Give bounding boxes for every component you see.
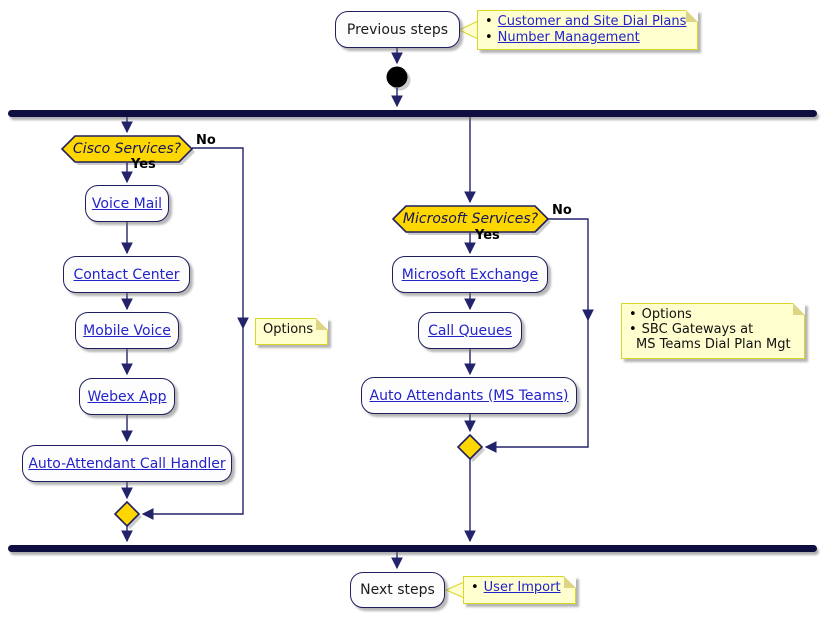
link-number-management[interactable]: Number Management xyxy=(497,30,640,45)
microsoft-note-line-3: MS Teams Dial Plan Mgt xyxy=(636,337,791,352)
activity-auto-attendants-ms-teams: Auto Attendants (MS Teams) xyxy=(361,377,577,414)
link-mobile-voice[interactable]: Mobile Voice xyxy=(83,322,171,339)
activity-call-queues: Call Queues xyxy=(418,312,522,349)
cisco-options-note-text: Options xyxy=(263,322,314,337)
edge-cisco-no-down xyxy=(192,147,249,330)
edge-microsoft-no-into-merge xyxy=(484,320,589,453)
edge-microsoft-no-down xyxy=(548,218,594,322)
note-pointer-next xyxy=(444,581,465,599)
note-line: • Options xyxy=(629,307,795,322)
microsoft-decision-label: Microsoft Services? xyxy=(402,211,539,227)
next-steps-label: Next steps xyxy=(360,582,435,598)
link-customer-site-dial-plans[interactable]: Customer and Site Dial Plans xyxy=(497,14,687,29)
activity-microsoft-exchange: Microsoft Exchange xyxy=(392,256,548,293)
link-voice-mail[interactable]: Voice Mail xyxy=(91,195,163,212)
bullet-icon: • xyxy=(485,30,493,45)
note-line: • SBC Gateways at xyxy=(629,322,795,337)
microsoft-note-line-1: Options xyxy=(641,307,692,322)
activity-mobile-voice: Mobile Voice xyxy=(75,312,179,349)
bullet-icon: • xyxy=(471,580,479,595)
link-auto-attendant-call-handler[interactable]: Auto-Attendant Call Handler xyxy=(28,455,226,472)
note-line: • User Import xyxy=(471,580,566,596)
activity-contact-center: Contact Center xyxy=(63,256,190,293)
note-pointer-previous xyxy=(457,20,479,40)
link-user-import[interactable]: User Import xyxy=(483,580,561,595)
cisco-decision-label: Cisco Services? xyxy=(72,141,182,157)
join-bar xyxy=(8,545,817,552)
link-microsoft-exchange[interactable]: Microsoft Exchange xyxy=(401,266,539,283)
cisco-decision-hexagon xyxy=(60,135,194,163)
fork-bar xyxy=(8,110,817,117)
next-steps-note: • User Import xyxy=(463,576,576,604)
note-line: • Number Management xyxy=(485,30,688,46)
bullet-icon: • xyxy=(485,14,493,29)
microsoft-options-note: • Options • SBC Gateways at MS Teams Dia… xyxy=(621,303,805,359)
bullet-icon: • xyxy=(629,307,637,322)
next-steps-node: Next steps xyxy=(350,572,445,608)
bullet-icon: • xyxy=(629,322,637,337)
previous-steps-note: • Customer and Site Dial Plans • Number … xyxy=(477,10,698,50)
activity-webex-app: Webex App xyxy=(79,378,175,415)
previous-steps-label: Previous steps xyxy=(346,21,449,38)
cisco-options-note: Options xyxy=(255,318,328,345)
link-auto-attendants-ms-teams[interactable]: Auto Attendants (MS Teams) xyxy=(369,387,569,404)
microsoft-merge-diamond xyxy=(456,433,484,461)
previous-steps-node: Previous steps xyxy=(335,11,460,48)
cisco-no-label: No xyxy=(196,133,216,148)
link-call-queues[interactable]: Call Queues xyxy=(428,322,512,339)
activity-auto-attendant-call-handler: Auto-Attendant Call Handler xyxy=(22,445,232,482)
link-webex-app[interactable]: Webex App xyxy=(87,388,167,405)
microsoft-note-line-2: SBC Gateways at xyxy=(641,322,754,337)
activity-voice-mail: Voice Mail xyxy=(85,185,169,222)
microsoft-no-label: No xyxy=(552,203,572,218)
note-line: • Customer and Site Dial Plans xyxy=(485,14,688,30)
start-node xyxy=(386,66,408,88)
cisco-yes-label: Yes xyxy=(131,157,156,172)
microsoft-decision-hexagon xyxy=(391,205,550,233)
edge-cisco-no-into-merge xyxy=(141,328,244,520)
cisco-merge-diamond xyxy=(113,500,141,528)
microsoft-yes-label: Yes xyxy=(475,228,500,243)
link-contact-center[interactable]: Contact Center xyxy=(73,266,180,283)
